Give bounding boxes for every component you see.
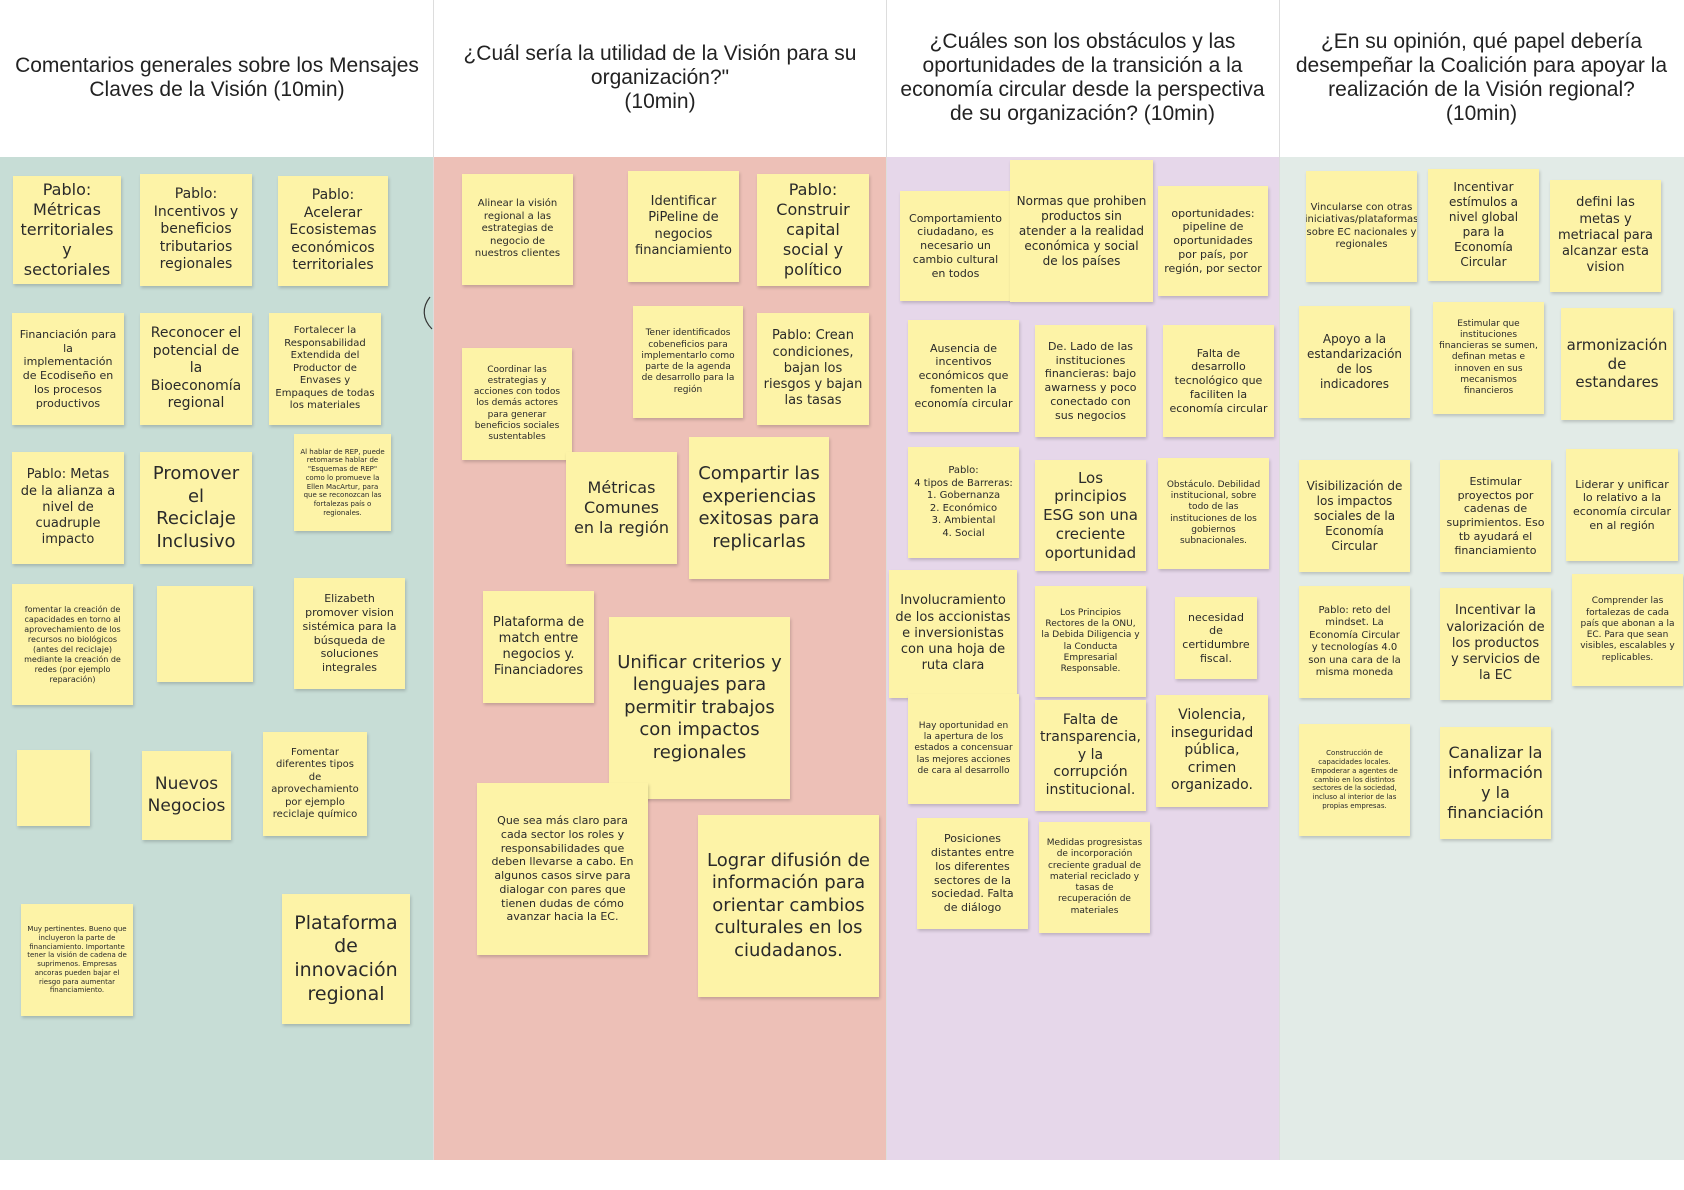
sticky-note[interactable]: Pablo: Acelerar Ecosistemas económicos t… [278, 176, 388, 286]
sticky-note[interactable]: Los principios ESG son una creciente opo… [1035, 460, 1146, 571]
sticky-note[interactable]: Pablo: Construir capital social y políti… [757, 174, 869, 286]
sticky-note[interactable]: Hay oportunidad en la apertura de los es… [908, 694, 1019, 804]
sticky-note[interactable]: Tener identificados cobeneficios para im… [633, 306, 743, 418]
sticky-note[interactable]: Comportamiento ciudadano, es necesario u… [900, 191, 1011, 301]
sticky-note[interactable] [17, 750, 90, 826]
sticky-note[interactable]: Al hablar de REP, puede retomarse hablar… [294, 434, 391, 531]
sticky-note[interactable]: Pablo: Crean condiciones, bajan los ries… [757, 313, 869, 425]
sticky-note[interactable]: Posiciones distantes entre los diferente… [917, 818, 1028, 929]
sticky-note[interactable]: Obstáculo. Debilidad institucional, sobr… [1158, 458, 1269, 569]
sticky-note[interactable]: Reconocer el potencial de la Bioeconomía… [140, 313, 252, 425]
sticky-note[interactable]: Pablo: Métricas territoriales y sectoria… [13, 176, 121, 284]
bottom-margin [0, 1160, 1684, 1190]
sticky-note[interactable]: Plataforma de match entre negocios y. Fi… [483, 591, 594, 703]
sticky-note[interactable]: Muy pertinentes. Bueno que incluyeron la… [21, 904, 133, 1016]
column-title: Comentarios generales sobre los Mensajes… [0, 0, 434, 155]
sticky-note[interactable]: Visibilización de los impactos sociales … [1299, 460, 1410, 572]
sticky-note[interactable]: Incentivar la valorización de los produc… [1440, 588, 1551, 700]
sticky-note[interactable]: Pablo: Incentivos y beneficios tributari… [140, 174, 252, 286]
sticky-note[interactable]: Fomentar diferentes tipos de aprovechami… [263, 732, 367, 836]
sticky-note[interactable]: Estimular que instituciones financieras … [1433, 302, 1544, 414]
sticky-note[interactable]: Fortalecer la Responsabilidad Extendida … [269, 313, 381, 425]
sticky-note[interactable]: Ausencia de incentivos económicos que fo… [908, 320, 1019, 432]
sticky-note[interactable]: Plataforma de innovación regional [282, 894, 410, 1024]
sticky-note[interactable]: Promover el Reciclaje Inclusivo [140, 452, 252, 564]
sticky-note[interactable]: Coordinar las estrategias y acciones con… [462, 348, 572, 460]
sticky-note[interactable]: Normas que prohiben productos sin atende… [1010, 160, 1153, 302]
sticky-note[interactable]: Incentivar estímulos a nivel global para… [1428, 169, 1539, 281]
sticky-note[interactable]: Unificar criterios y lenguajes para perm… [609, 617, 790, 799]
column-title: ¿Cuáles son los obstáculos y las oportun… [886, 0, 1279, 155]
sticky-note[interactable]: Financiación para la implementación de E… [12, 313, 124, 425]
stray-mark-icon [423, 296, 433, 330]
sticky-note[interactable]: Elizabeth promover vision sistémica para… [294, 578, 405, 689]
sticky-note[interactable]: Falta de transparencia, y la corrupción … [1035, 700, 1146, 811]
sticky-note[interactable] [157, 586, 253, 682]
sticky-note[interactable]: Identificar PiPeline de negocios financi… [628, 171, 739, 282]
sticky-note[interactable]: Alinear la visión regional a las estrate… [462, 174, 573, 285]
sticky-note[interactable]: armonización de estandares [1561, 308, 1673, 420]
sticky-note[interactable]: Pablo: Metas de la alianza a nivel de cu… [12, 452, 124, 564]
sticky-note[interactable]: oportunidades: pipeline de oportunidades… [1158, 186, 1268, 296]
whiteboard: Comentarios generales sobre los Mensajes… [0, 0, 1684, 1160]
sticky-note[interactable]: Lograr difusión de información para orie… [698, 815, 879, 997]
sticky-note[interactable]: Pablo: reto del mindset. La Economía Cir… [1299, 586, 1410, 698]
sticky-note[interactable]: Liderar y unificar lo relativo a la econ… [1566, 449, 1678, 561]
sticky-note[interactable]: De. Lado de las instituciones financiera… [1035, 325, 1146, 437]
sticky-note[interactable]: Violencia, inseguridad pública, crimen o… [1156, 695, 1268, 807]
column-divider [433, 0, 434, 1160]
column-title: ¿En su opinión, qué papel debería desemp… [1279, 0, 1684, 155]
sticky-note[interactable]: Comprender las fortalezas de cada país q… [1572, 574, 1683, 686]
sticky-note[interactable]: Apoyo a la estandarización de los indica… [1299, 306, 1410, 418]
sticky-note[interactable]: Compartir las experiencias exitosas para… [689, 437, 829, 579]
sticky-note[interactable]: Estimular proyectos por cadenas de supri… [1440, 460, 1551, 572]
column-title: ¿Cuál sería la utilidad de la Visión par… [434, 0, 886, 155]
sticky-note[interactable]: fomentar la creación de capacidades en t… [12, 584, 133, 705]
sticky-note[interactable]: Canalizar la información y la financiaci… [1440, 727, 1551, 839]
sticky-note[interactable]: necesidad de certidumbre fiscal. [1175, 597, 1257, 679]
column-divider [1279, 0, 1280, 1160]
sticky-note[interactable]: Falta de desarrollo tecnológico que faci… [1163, 325, 1274, 437]
sticky-note[interactable]: defini las metas y metriacal para alcanz… [1550, 180, 1661, 292]
sticky-note[interactable]: Nuevos Negocios [142, 751, 231, 840]
sticky-note[interactable]: Pablo: 4 tipos de Barreras: 1. Gobernanz… [908, 447, 1019, 558]
sticky-note[interactable]: Construcción de capacidades locales. Emp… [1299, 724, 1410, 836]
sticky-note[interactable]: Que sea más claro para cada sector los r… [477, 783, 648, 955]
sticky-note[interactable]: Involucramiento de los accionistas e inv… [889, 570, 1017, 698]
column-divider [886, 0, 887, 1160]
sticky-note[interactable]: Métricas Comunes en la región [566, 452, 677, 564]
sticky-note[interactable]: Los Principios Rectores de la ONU, la De… [1035, 586, 1146, 697]
sticky-note[interactable]: Medidas progresistas de incorporación cr… [1039, 822, 1150, 933]
sticky-note[interactable]: Vincularse con otras iniciativas/platafo… [1306, 171, 1417, 282]
